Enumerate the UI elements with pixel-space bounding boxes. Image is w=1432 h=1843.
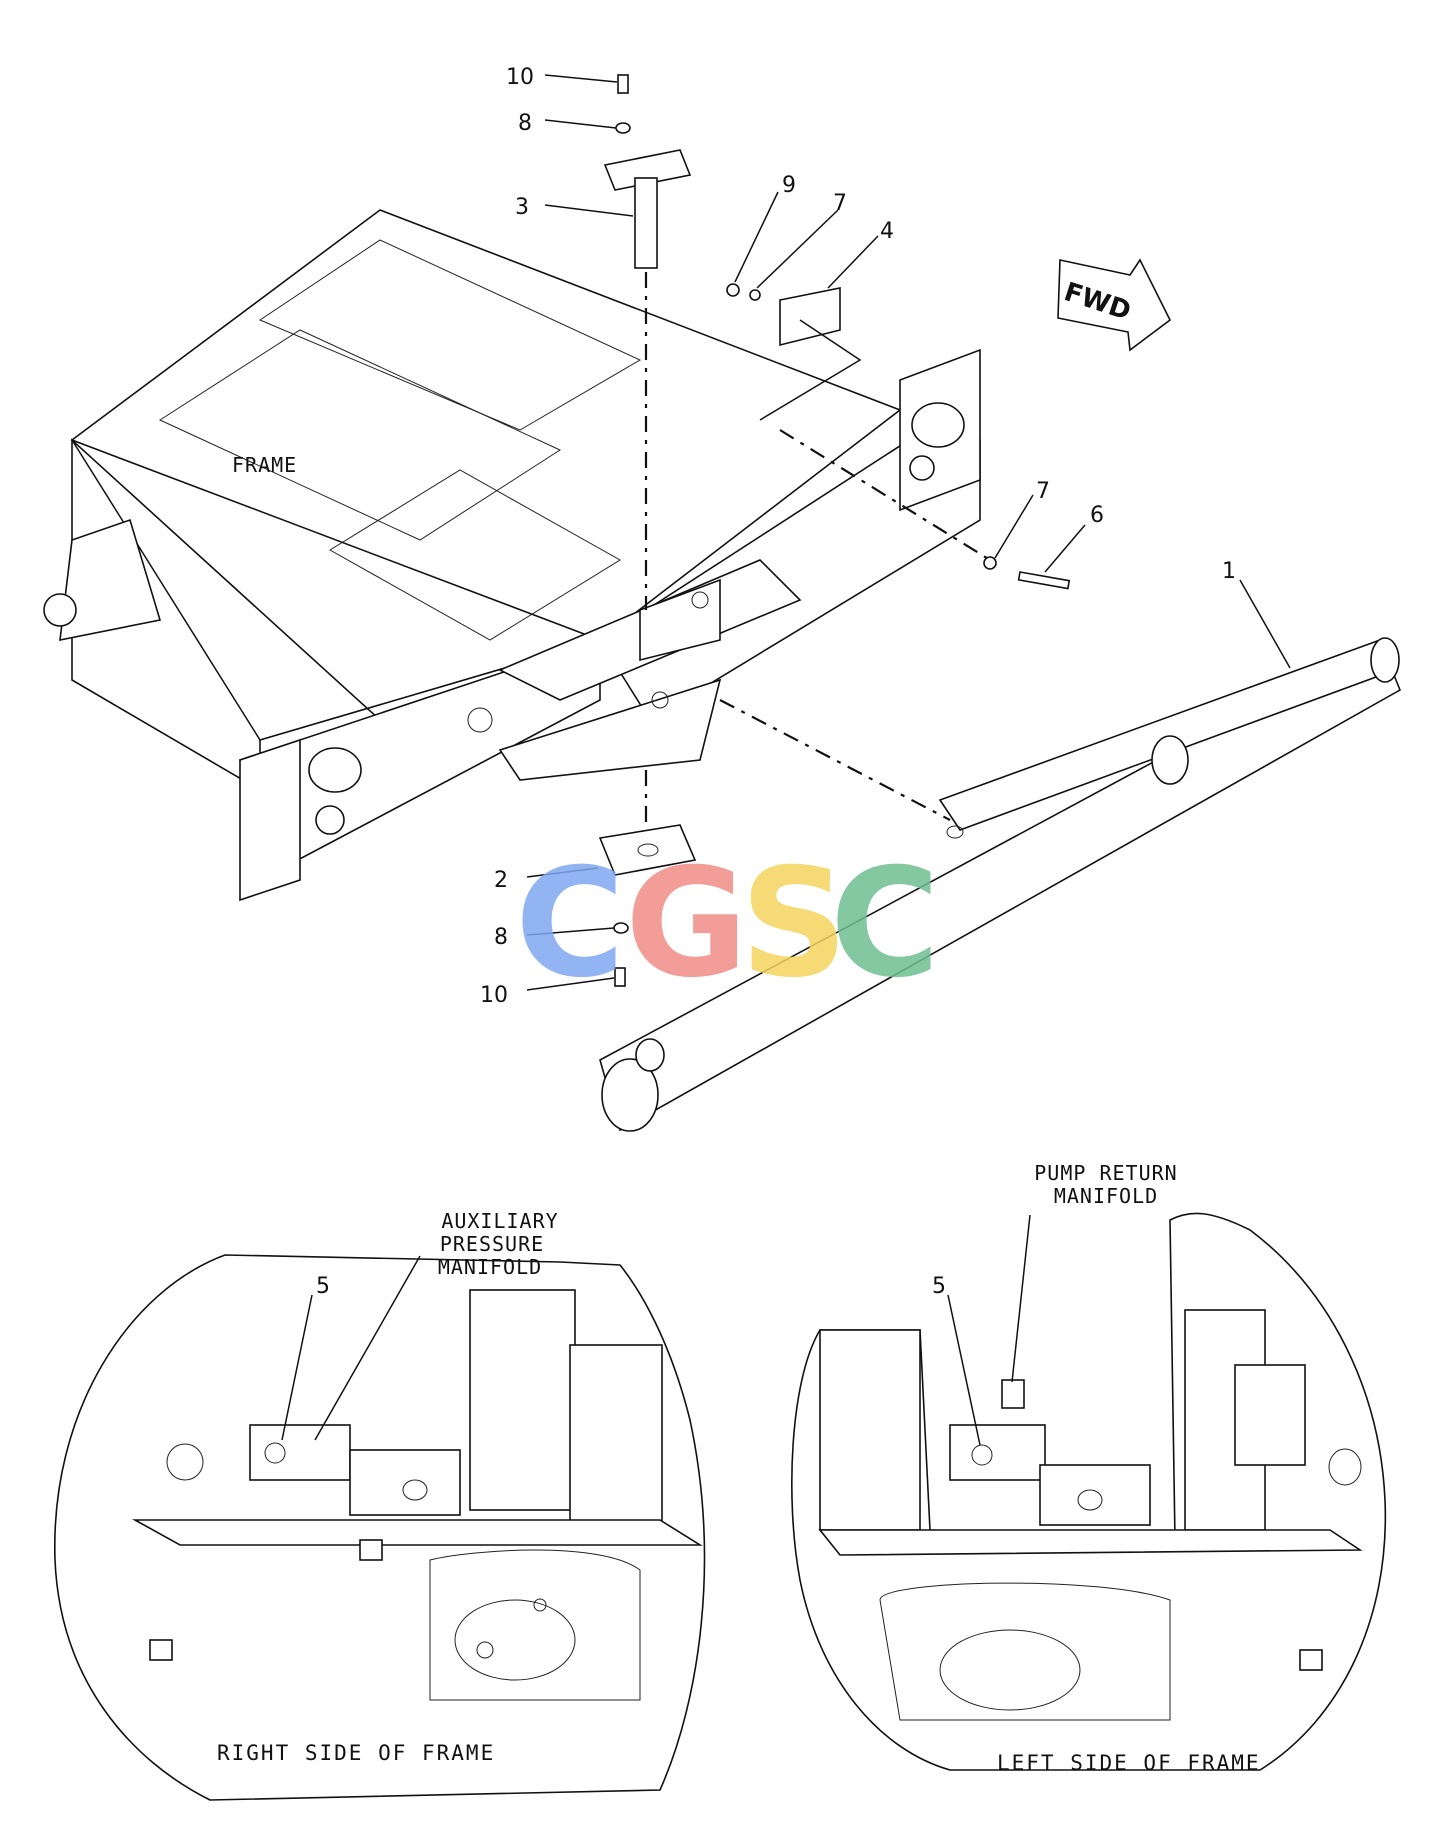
callout-leaders bbox=[526, 74, 1291, 991]
callout-3: 3 bbox=[515, 195, 529, 220]
auxiliary-label: AUXILIARY bbox=[441, 1209, 558, 1233]
callouts: 10 8 3 9 7 4 7 6 1 2 8 10 bbox=[480, 65, 1236, 1008]
watermark-letter-c2: C bbox=[830, 837, 940, 1011]
left-callout-5: 5 bbox=[932, 1274, 946, 1299]
washer-7-mid bbox=[983, 556, 997, 570]
right-detail-labels: 5 AUXILIARY PRESSURE MANIFOLD RIGHT SIDE… bbox=[217, 1209, 558, 1765]
callout-4: 4 bbox=[880, 219, 894, 244]
callout-10-bottom: 10 bbox=[480, 983, 508, 1008]
bolt-10-top bbox=[617, 74, 629, 94]
pin-assembly-top bbox=[603, 74, 692, 840]
cgsc-watermark: C G S C bbox=[515, 837, 940, 1011]
cylinder-1 bbox=[599, 637, 1402, 1132]
pressure-label: PRESSURE bbox=[440, 1232, 544, 1256]
washer-7-top bbox=[749, 289, 761, 301]
right-callout-5: 5 bbox=[316, 1274, 330, 1299]
right-side-caption: RIGHT SIDE OF FRAME bbox=[217, 1741, 495, 1765]
pin-plate-3 bbox=[603, 149, 692, 191]
callout-7-top: 7 bbox=[833, 191, 847, 216]
pin-assembly-bottom bbox=[598, 824, 697, 987]
right-side-detail bbox=[54, 1254, 706, 1801]
callout-6: 6 bbox=[1090, 503, 1104, 528]
nut-9 bbox=[726, 283, 740, 297]
left-side-caption: LEFT SIDE OF FRAME bbox=[997, 1751, 1261, 1775]
manifold-label-right: MANIFOLD bbox=[438, 1255, 542, 1279]
pin-3 bbox=[634, 177, 658, 269]
watermark-letter-s: S bbox=[740, 837, 848, 1011]
callout-10-top: 10 bbox=[506, 65, 534, 90]
callout-7-mid: 7 bbox=[1036, 479, 1050, 504]
callout-2: 2 bbox=[494, 868, 508, 893]
callout-9: 9 bbox=[782, 173, 796, 198]
watermark-letter-g: G bbox=[625, 837, 748, 1011]
pump-return-label: PUMP RETURN bbox=[1034, 1161, 1177, 1185]
callout-8-bottom: 8 bbox=[494, 925, 508, 950]
frame-label: FRAME bbox=[232, 453, 297, 477]
pin-plate-2 bbox=[598, 824, 697, 876]
bolt-6 bbox=[1017, 571, 1071, 590]
callout-8-top: 8 bbox=[518, 111, 532, 136]
washer-8-top bbox=[615, 122, 631, 134]
left-side-detail bbox=[791, 1212, 1387, 1771]
bolt-10-bottom bbox=[614, 967, 626, 987]
watermark-letter-c1: C bbox=[515, 837, 625, 1011]
manifold-label-left: MANIFOLD bbox=[1054, 1184, 1158, 1208]
callout-1: 1 bbox=[1222, 559, 1236, 584]
block-assembly bbox=[726, 283, 1071, 590]
left-detail-labels: 5 PUMP RETURN MANIFOLD LEFT SIDE OF FRAM… bbox=[932, 1161, 1261, 1775]
block-4 bbox=[779, 287, 841, 347]
forward-direction-arrow: FWD bbox=[1057, 258, 1172, 352]
